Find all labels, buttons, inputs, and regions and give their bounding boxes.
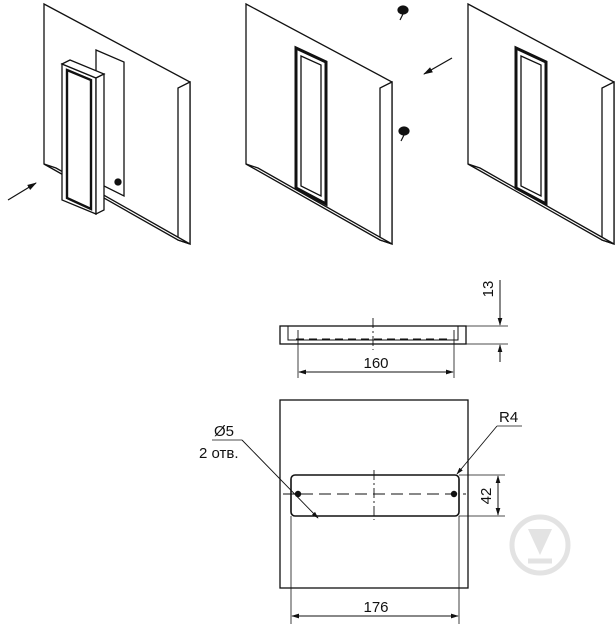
mounting-hole xyxy=(294,490,458,498)
dimension-overall-length: 176 xyxy=(363,599,388,616)
handle-inset xyxy=(514,45,548,207)
dimension-hole-spacing: 160 xyxy=(363,355,388,372)
front-view xyxy=(212,399,522,624)
panel-step-1 xyxy=(43,2,191,246)
arrow-icon xyxy=(423,57,453,75)
watermark-icon-bottom xyxy=(509,514,571,576)
dimension-hole-diameter: Ø5 xyxy=(214,423,234,440)
panel-step-3 xyxy=(467,2,615,246)
dimension-hole-count: 2 отв. xyxy=(199,445,239,462)
handle-inset xyxy=(294,45,328,207)
dimension-corner-radius: R4 xyxy=(499,409,518,426)
side-view xyxy=(279,280,508,378)
screw-icon xyxy=(397,5,410,142)
panel-step-2 xyxy=(245,2,393,246)
dimension-thickness: 13 xyxy=(480,281,497,298)
dimension-height: 42 xyxy=(478,488,495,505)
arrow-icon xyxy=(7,182,37,201)
